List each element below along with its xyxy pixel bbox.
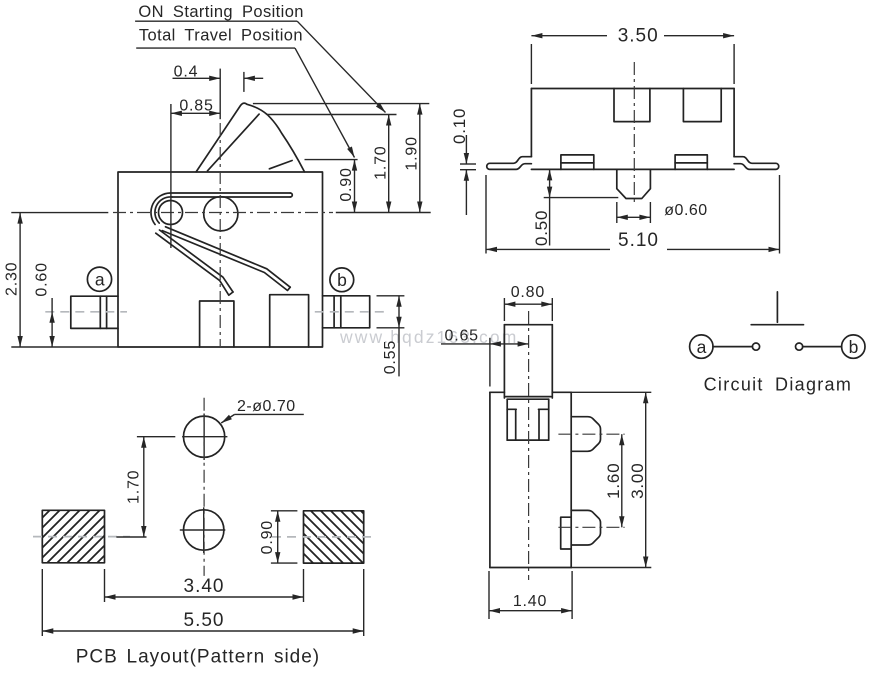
svg-text:0.80: 0.80 (511, 284, 545, 301)
svg-text:1.40: 1.40 (513, 593, 547, 610)
svg-text:ON Starting Position: ON Starting Position (138, 3, 303, 21)
svg-text:5.10: 5.10 (618, 230, 659, 251)
svg-text:a: a (95, 270, 105, 290)
svg-text:0.85: 0.85 (179, 98, 213, 115)
svg-text:1.90: 1.90 (404, 136, 421, 170)
svg-text:0.55: 0.55 (382, 340, 399, 374)
svg-text:a: a (697, 337, 707, 357)
svg-text:b: b (337, 270, 347, 290)
svg-text:5.50: 5.50 (184, 610, 225, 631)
svg-text:2-ø0.70: 2-ø0.70 (237, 398, 296, 415)
svg-text:0.90: 0.90 (259, 520, 276, 554)
svg-text:1.60: 1.60 (604, 463, 623, 499)
svg-text:0.4: 0.4 (174, 64, 199, 81)
svg-text:b: b (849, 337, 859, 357)
svg-text:1.70: 1.70 (125, 470, 142, 504)
svg-text:0.65: 0.65 (445, 328, 479, 345)
svg-text:Total Travel Position: Total Travel Position (139, 26, 303, 44)
svg-text:0.90: 0.90 (338, 167, 355, 201)
svg-text:ø0.60: ø0.60 (664, 202, 707, 219)
svg-text:www.hqdz163.com: www.hqdz163.com (339, 327, 518, 347)
svg-text:2.30: 2.30 (4, 262, 21, 296)
svg-text:3.50: 3.50 (618, 26, 659, 47)
svg-text:0.60: 0.60 (34, 262, 51, 296)
svg-text:Circuit Diagram: Circuit Diagram (704, 375, 853, 395)
svg-text:3.40: 3.40 (184, 576, 225, 597)
svg-text:0.10: 0.10 (450, 108, 469, 144)
svg-text:1.70: 1.70 (373, 146, 390, 180)
svg-text:PCB Layout(Pattern side): PCB Layout(Pattern side) (76, 647, 320, 668)
svg-text:0.50: 0.50 (532, 210, 551, 246)
svg-text:3.00: 3.00 (628, 463, 647, 499)
